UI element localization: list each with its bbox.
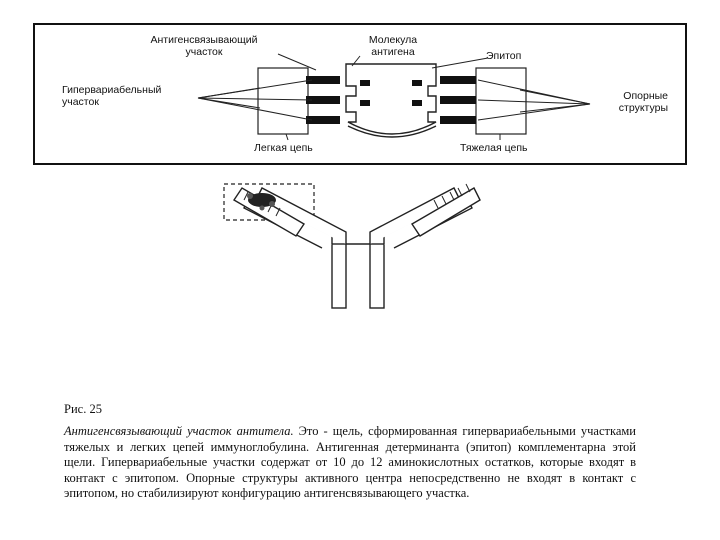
antigen-molecule: [345, 63, 437, 135]
heavy-hypervariable-loops: [440, 76, 476, 124]
figure-number: Рис. 25: [64, 402, 102, 416]
label-epitope: Эпитоп: [486, 50, 522, 62]
light-chain-block: [257, 67, 309, 135]
pointer-lines: [197, 53, 591, 141]
caption-text: Это - щель, сформированная гипервариабел…: [64, 424, 636, 500]
label-binding-site: Антигенсвязывающий участок: [150, 34, 258, 58]
label-heavy-chain: Тяжелая цепь: [460, 142, 528, 154]
label-light-chain: Легкая цепь: [254, 142, 313, 154]
light-hypervariable-loops: [306, 76, 340, 124]
inset-frame: [33, 23, 687, 165]
label-framework: Опорные структуры: [618, 90, 668, 114]
caption-title: Антигенсвязывающий участок антитела.: [64, 424, 294, 438]
figure-caption: Антигенсвязывающий участок антитела. Это…: [64, 424, 636, 502]
label-antigen: Молекула антигена: [368, 34, 418, 58]
antigen-blob: [247, 193, 276, 211]
label-hypervariable: Гипервариабельный участок: [62, 84, 162, 108]
